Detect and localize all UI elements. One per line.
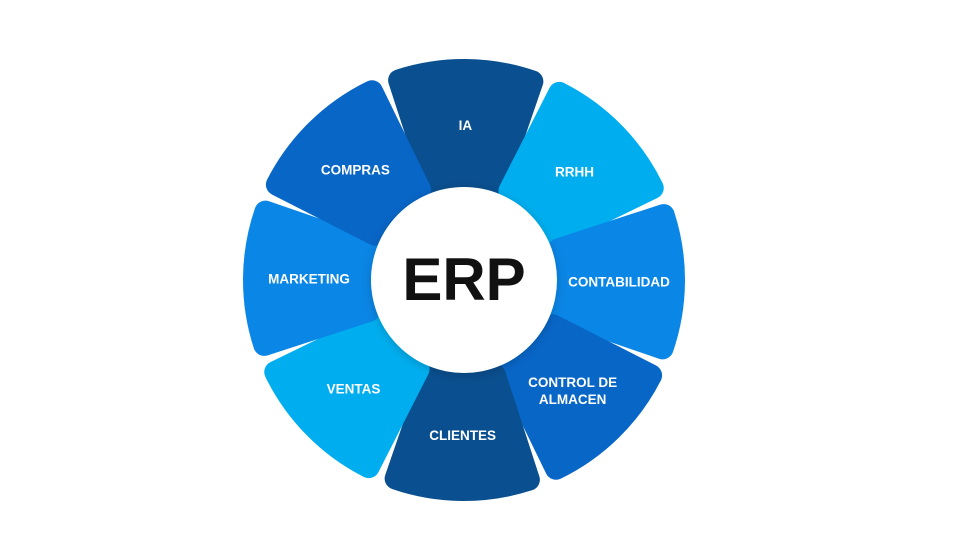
- segment-clientes-label-line: CLIENTES: [429, 428, 496, 443]
- segment-control-almacen-label: CONTROL DE ALMACEN: [528, 375, 617, 407]
- segment-contabilidad-shape: [547, 204, 685, 360]
- segment-rrhh: RRHH: [498, 81, 664, 248]
- segment-ia-shape: [388, 59, 544, 197]
- segment-rrhh-shape: [498, 81, 664, 248]
- segment-ia-label-line: IA: [459, 118, 473, 133]
- segment-marketing: MARKETING: [243, 200, 381, 356]
- segment-contabilidad-label: CONTABILIDAD: [568, 274, 670, 289]
- segment-rrhh-label-line: RRHH: [555, 164, 594, 179]
- segment-compras-label: COMPRAS: [321, 162, 390, 177]
- segment-clientes: CLIENTES: [384, 363, 540, 501]
- segment-ventas: VENTAS: [264, 312, 430, 479]
- segment-compras-label-line: COMPRAS: [321, 162, 390, 177]
- segment-contabilidad: CONTABILIDAD: [547, 204, 685, 360]
- segment-marketing-label: MARKETING: [268, 272, 350, 287]
- segment-control-almacen-shape: [496, 314, 663, 480]
- segment-ventas-shape: [264, 312, 430, 479]
- segment-marketing-shape: [243, 200, 381, 356]
- segment-compras-shape: [265, 80, 432, 246]
- center-circle: [371, 187, 557, 373]
- segment-control-almacen-label-line: ALMACEN: [539, 392, 607, 407]
- center-label: ERP: [402, 246, 525, 313]
- segment-ia: IA: [388, 59, 544, 197]
- segment-ia-label: IA: [459, 118, 473, 133]
- segment-control-almacen: CONTROL DE ALMACEN: [496, 314, 663, 480]
- segments: IA RRHH CONTABILIDAD CONTROL DE ALMACEN CLIEN…: [243, 59, 685, 501]
- segment-contabilidad-label-line: CONTABILIDAD: [568, 274, 670, 289]
- segment-compras: COMPRAS: [265, 80, 432, 246]
- segment-ventas-label: VENTAS: [327, 382, 381, 397]
- segment-control-almacen-label-line: CONTROL DE: [528, 375, 617, 390]
- segment-marketing-label-line: MARKETING: [268, 272, 350, 287]
- segment-clientes-label: CLIENTES: [429, 428, 496, 443]
- segment-clientes-shape: [384, 363, 540, 501]
- segment-rrhh-label: RRHH: [555, 164, 594, 179]
- segment-ventas-label-line: VENTAS: [327, 382, 381, 397]
